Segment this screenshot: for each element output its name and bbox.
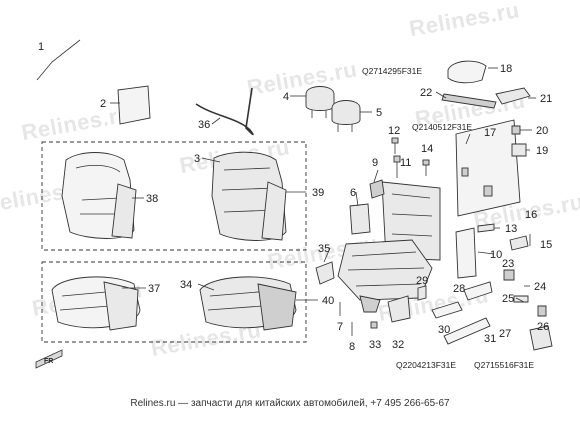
callout-21: 21: [540, 93, 552, 105]
part-18-guide: [447, 60, 487, 84]
part-36-wire: [195, 87, 254, 136]
part-35-bracket: [315, 261, 335, 285]
part-12-bolt: [391, 137, 399, 154]
callout-40: 40: [322, 295, 334, 307]
callout-19: 19: [536, 145, 548, 157]
part-15-clip: [509, 235, 529, 251]
callout-1: 1: [38, 41, 44, 53]
part-13-retainer: [477, 223, 495, 233]
footer-text: Relines.ru — запчасти для китайских авто…: [130, 397, 450, 409]
callout-17: 17: [484, 127, 496, 139]
part-19-lock: [511, 143, 527, 157]
watermark: Relines.ru: [245, 56, 359, 100]
callout-13: 13: [505, 223, 517, 235]
part-17-rear-panel: [455, 119, 521, 217]
callout-39: 39: [312, 187, 324, 199]
part-code: Q2714295F31E: [362, 66, 422, 76]
part-34-cushion-frame: [199, 276, 297, 331]
callout-8: 8: [349, 341, 355, 353]
callout-29: 29: [416, 275, 428, 287]
callout-18: 18: [500, 63, 512, 75]
part-10-side-cover: [455, 227, 477, 279]
part-codes: Q2714295F31E Q2140512F31E Q2204213F31E Q…: [362, 66, 534, 370]
part-3-seatback-cover: [211, 151, 287, 241]
callout-numbers: 1 2 3 4 5 6 7 8 9 10 11 12 13 14 15 16 1…: [38, 41, 552, 353]
front-direction-arrow: FR: [35, 349, 63, 369]
callout-38: 38: [146, 193, 158, 205]
part-code: Q2140512F31E: [412, 122, 472, 132]
part-38-seatback-pad: [61, 152, 137, 239]
part-14-bolt: [422, 159, 430, 176]
callout-2: 2: [100, 98, 106, 110]
callout-4: 4: [283, 91, 289, 103]
callout-14: 14: [421, 143, 433, 155]
part-20-clip: [511, 125, 521, 135]
callout-5: 5: [376, 107, 382, 119]
direction-badge-label: FR: [44, 358, 53, 365]
callout-7: 7: [337, 321, 343, 333]
callout-27: 27: [499, 328, 511, 340]
callout-11: 11: [400, 157, 411, 169]
part-5-headrest: [331, 100, 361, 132]
part-6-latch: [349, 203, 371, 235]
cushion-group-box: [41, 261, 307, 343]
callout-36: 36: [198, 119, 210, 131]
part-22-strip: [441, 93, 497, 109]
part-37-cushion-pad: [51, 276, 141, 331]
part-4-headrest: [305, 86, 335, 118]
part-21-trim: [495, 87, 531, 105]
seatback-group-box: [41, 141, 307, 251]
part-26-clip: [537, 305, 547, 317]
callout-25: 25: [502, 293, 514, 305]
callout-15: 15: [540, 239, 552, 251]
part-32-cover: [387, 295, 411, 323]
callout-9: 9: [372, 157, 378, 169]
part-code: Q2204213F31E: [396, 360, 456, 370]
part-31-trim: [443, 317, 491, 345]
watermark: Relines.ru: [407, 0, 521, 41]
watermark: Relines.ru: [19, 101, 133, 145]
callout-22: 22: [420, 87, 432, 99]
part-27-trim: [529, 325, 553, 351]
part-29-clip: [417, 285, 427, 301]
part-30-trim: [431, 301, 463, 319]
part-1-symbol: [36, 39, 81, 81]
callout-24: 24: [534, 281, 546, 293]
callout-23: 23: [502, 258, 514, 270]
part-33-nut: [370, 321, 378, 329]
callout-33: 33: [369, 339, 381, 351]
part-2-pad: [117, 85, 151, 125]
callout-16: 16: [525, 209, 537, 221]
part-11-bolt: [393, 155, 401, 178]
callout-26: 26: [537, 321, 549, 333]
leader-lines: [110, 67, 536, 303]
callout-31: 31: [484, 333, 496, 345]
part-25-bracket: [513, 295, 529, 303]
part-9-bracket: [369, 179, 385, 199]
callout-6: 6: [350, 187, 356, 199]
part-23-clip: [503, 269, 515, 281]
callout-37: 37: [148, 283, 160, 295]
callout-28: 28: [453, 283, 465, 295]
callout-10: 10: [490, 249, 502, 261]
part-code: Q2715516F31E: [474, 360, 534, 370]
callout-12: 12: [388, 125, 400, 137]
part-28-hinge-cover: [463, 281, 493, 301]
callout-35: 35: [318, 243, 330, 255]
callout-3: 3: [194, 153, 200, 165]
callout-20: 20: [536, 125, 548, 137]
callout-32: 32: [392, 339, 404, 351]
seat-frame-assembly: [337, 181, 441, 313]
callout-34: 34: [180, 279, 192, 291]
callout-30: 30: [438, 324, 450, 336]
